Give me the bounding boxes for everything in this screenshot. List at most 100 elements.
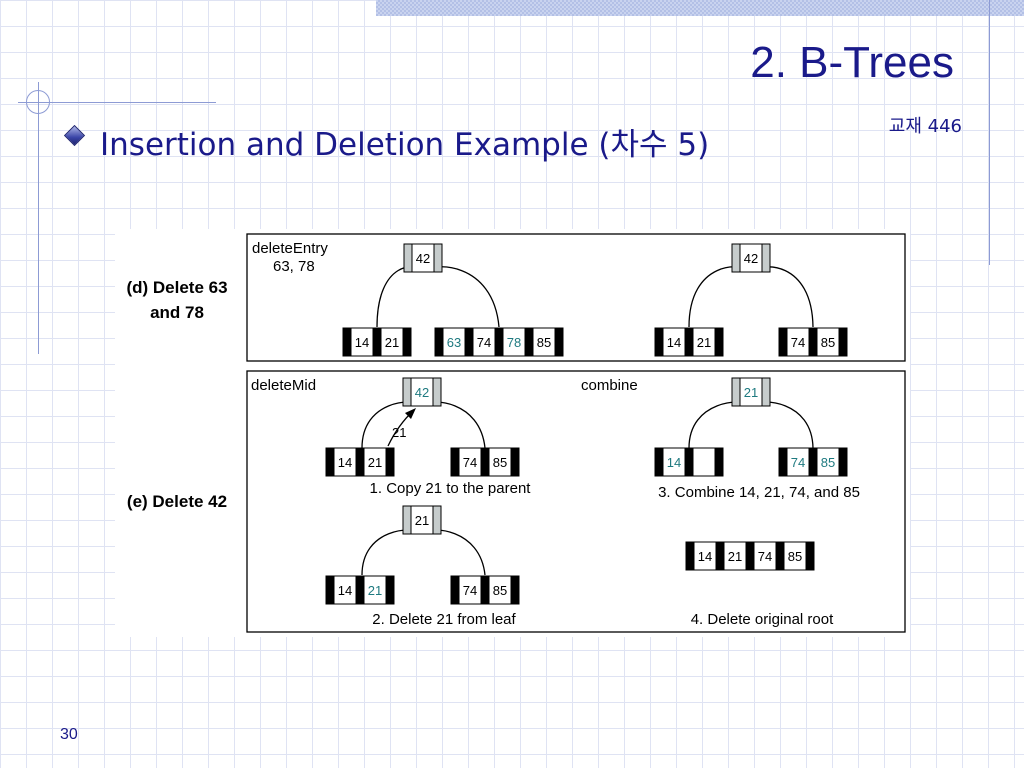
node-key-text: 74	[477, 335, 491, 350]
top-decoration-band	[376, 0, 1024, 16]
delete-entry-label: deleteEntry	[252, 240, 328, 257]
panel-d-frame	[246, 233, 906, 362]
node-pointer-bar	[494, 327, 504, 357]
node-pointer-bar	[554, 327, 564, 357]
node-key-text: 78	[507, 335, 521, 350]
node-pointer-bar	[372, 327, 382, 357]
node-pointer-bar	[524, 327, 534, 357]
e2-right-node: 74 85	[450, 575, 520, 605]
node-pointer-bar	[510, 575, 520, 605]
node-pointer-bar	[433, 243, 443, 273]
node-key-text: 14	[355, 335, 369, 350]
case-d-label-line2: and 78	[150, 303, 204, 322]
node-pointer-bar	[714, 327, 724, 357]
decoration-horizontal-line	[18, 102, 216, 103]
e3-left-edge	[688, 401, 750, 449]
step-3-caption: 3. Combine 14, 21, 74, and 85	[658, 484, 860, 501]
step-4-caption: 4. Delete original root	[691, 611, 834, 628]
e1-root-node: 42	[402, 377, 442, 407]
node-pointer-bar	[805, 541, 815, 571]
node-key-text: 74	[791, 455, 805, 470]
d-before-left-edge	[376, 266, 423, 328]
node-pointer-bar	[402, 377, 412, 407]
panel-e-frame	[246, 370, 906, 633]
combine-label: combine	[581, 377, 638, 394]
node-pointer-bar	[731, 377, 741, 407]
node-key-text: 21	[385, 335, 399, 350]
node-pointer-bar	[434, 327, 444, 357]
node-pointer-bar	[510, 447, 520, 477]
node-key-text: 21	[728, 549, 742, 564]
case-e-label: (e) Delete 42	[127, 492, 227, 511]
e3-left-node: 14	[654, 447, 724, 477]
node-pointer-bar	[385, 447, 395, 477]
node-key-text: 42	[415, 385, 429, 400]
node-pointer-bar	[450, 575, 460, 605]
node-pointer-bar	[325, 575, 335, 605]
d-before-right-edge	[424, 266, 500, 328]
d-after-right-node: 74 85	[778, 327, 848, 357]
node-pointer-bar	[715, 541, 725, 571]
node-pointer-bar	[745, 541, 755, 571]
node-key-text: 85	[821, 335, 835, 350]
delete-entry-keys-label: 63, 78	[273, 258, 315, 275]
node-key-text: 21	[415, 513, 429, 528]
d-before-root-node: 42	[403, 243, 443, 273]
node-pointer-bar	[654, 327, 664, 357]
node-pointer-bar	[432, 377, 442, 407]
node-pointer-bar	[761, 243, 771, 273]
delete-mid-label: deleteMid	[251, 377, 316, 394]
node-pointer-bar	[685, 541, 695, 571]
node-key-text: 21	[368, 583, 382, 598]
node-key-text: 21	[697, 335, 711, 350]
d-after-root-node: 42	[731, 243, 771, 273]
node-pointer-bar	[778, 447, 788, 477]
node-key-text: 14	[698, 549, 712, 564]
node-key-text: 74	[463, 455, 477, 470]
node-pointer-bar	[355, 575, 365, 605]
node-key-text: 74	[758, 549, 772, 564]
node-key-text: 42	[416, 251, 430, 266]
node-pointer-bar	[325, 447, 335, 477]
node-pointer-bar	[731, 243, 741, 273]
copy-arrow-label: 21	[392, 425, 406, 440]
node-pointer-bar	[761, 377, 771, 407]
node-pointer-bar	[838, 447, 848, 477]
node-key-text: 42	[744, 251, 758, 266]
e1-right-edge	[423, 401, 486, 449]
node-key-text: 85	[493, 455, 507, 470]
node-pointer-bar	[684, 447, 694, 477]
node-pointer-bar	[808, 447, 818, 477]
node-pointer-bar	[402, 505, 412, 535]
node-pointer-bar	[838, 327, 848, 357]
node-key-text: 63	[447, 335, 461, 350]
decoration-circle	[26, 90, 50, 114]
node-key-text: 85	[821, 455, 835, 470]
node-pointer-bar	[480, 447, 490, 477]
node-pointer-bar	[385, 575, 395, 605]
node-key-text: 21	[744, 385, 758, 400]
node-key-text: 74	[463, 583, 477, 598]
copy-arrow-head	[405, 408, 416, 419]
node-key-text: 14	[338, 455, 352, 470]
textbook-reference: 교재 446	[888, 116, 962, 137]
step-1-caption: 1. Copy 21 to the parent	[370, 480, 532, 497]
e2-left-edge	[361, 529, 421, 576]
node-pointer-bar	[342, 327, 352, 357]
node-key-text: 74	[791, 335, 805, 350]
decoration-vertical-line	[38, 82, 39, 354]
node-key-text: 85	[493, 583, 507, 598]
node-pointer-bar	[808, 327, 818, 357]
node-pointer-bar	[402, 327, 412, 357]
node-pointer-bar	[403, 243, 413, 273]
node-pointer-bar	[684, 327, 694, 357]
node-pointer-bar	[450, 447, 460, 477]
e2-right-edge	[423, 529, 486, 576]
node-key-cell	[692, 447, 716, 477]
